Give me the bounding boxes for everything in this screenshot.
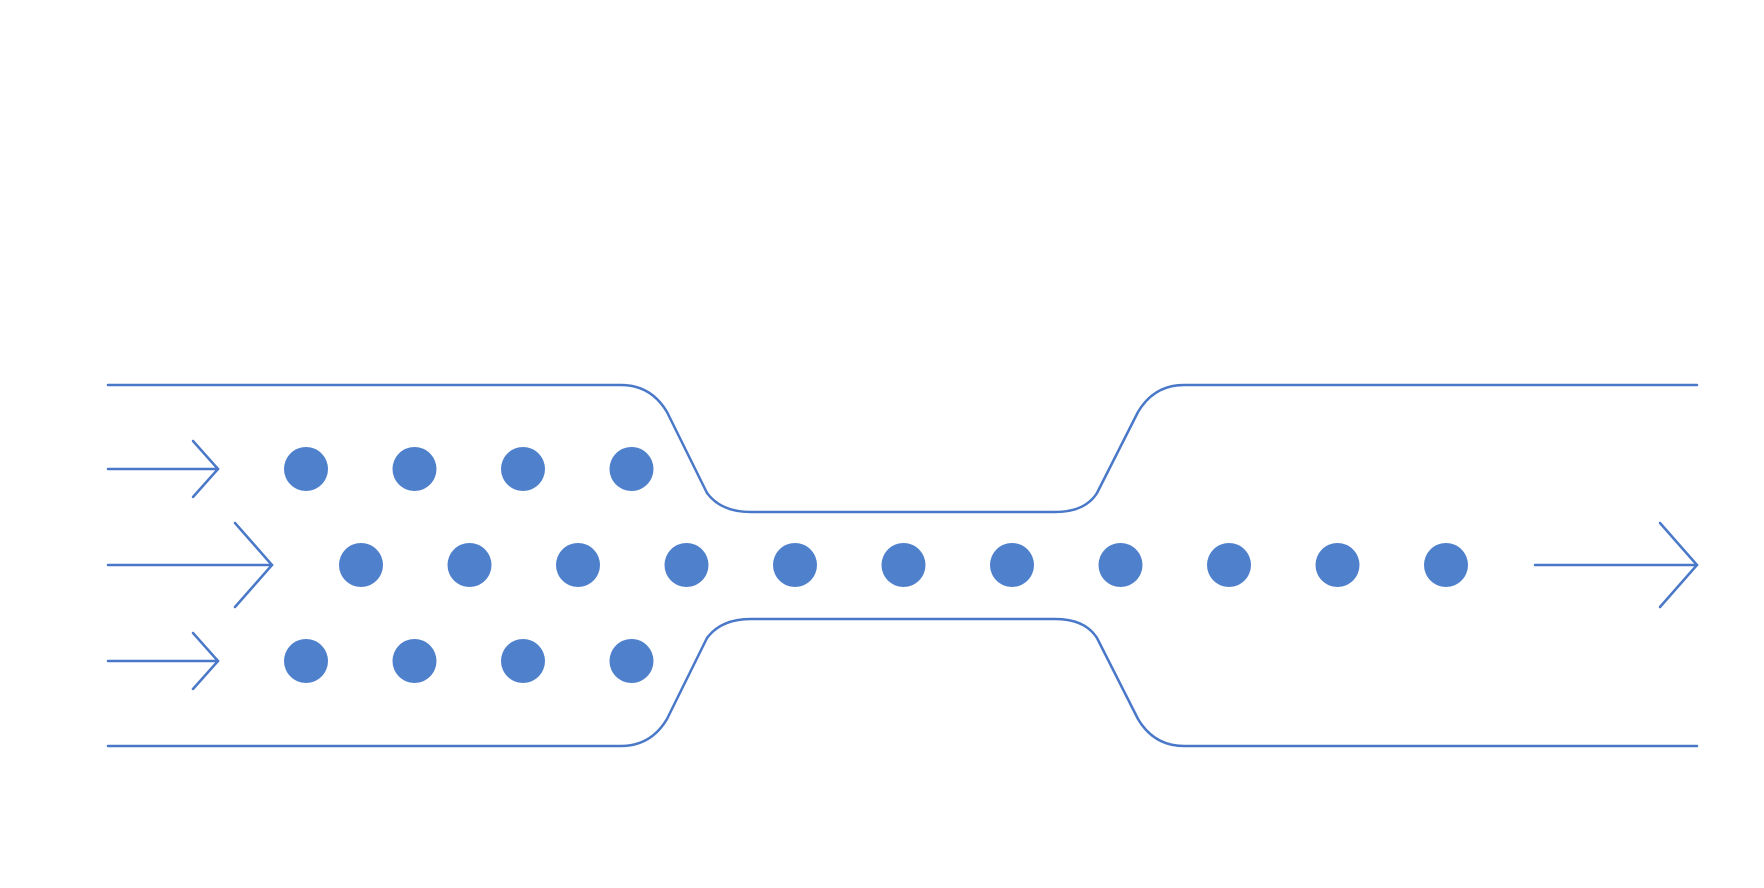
particle-middle-5: [773, 543, 817, 587]
particle-bottom-4: [609, 639, 654, 683]
particle-middle-10: [1315, 543, 1360, 587]
particle-middle-8: [1098, 543, 1143, 587]
particle-top-3: [501, 447, 545, 491]
inlet-arrow-bottom-head: [191, 631, 220, 691]
inlet-arrow-middle: [106, 521, 274, 609]
inlet-arrow-top: [106, 439, 220, 499]
particle-middle-2: [447, 543, 492, 587]
channel-bottom-wall: [106, 617, 1699, 748]
outlet-arrow: [1533, 521, 1699, 609]
particle-middle-4: [664, 543, 709, 587]
particle-middle-7: [990, 543, 1034, 587]
particle-bottom-1: [284, 639, 328, 683]
inlet-arrow-top-head: [191, 439, 220, 499]
inlet-arrow-middle-head: [233, 521, 274, 609]
particle-middle-1: [339, 543, 383, 587]
channel-top-wall: [106, 383, 1699, 514]
particle-bottom-2: [392, 639, 437, 683]
particle-middle-11: [1424, 543, 1468, 587]
particle-middle-9: [1207, 543, 1251, 587]
particle-bottom-3: [501, 639, 545, 683]
outlet-arrow-head: [1658, 521, 1699, 609]
particle-middle-6: [881, 543, 926, 587]
particle-top-2: [392, 447, 437, 491]
particle-top-4: [609, 447, 654, 491]
inlet-arrow-bottom: [106, 631, 220, 691]
particle-top-1: [284, 447, 328, 491]
particle-middle-3: [556, 543, 600, 587]
particles-group: [284, 447, 1468, 683]
